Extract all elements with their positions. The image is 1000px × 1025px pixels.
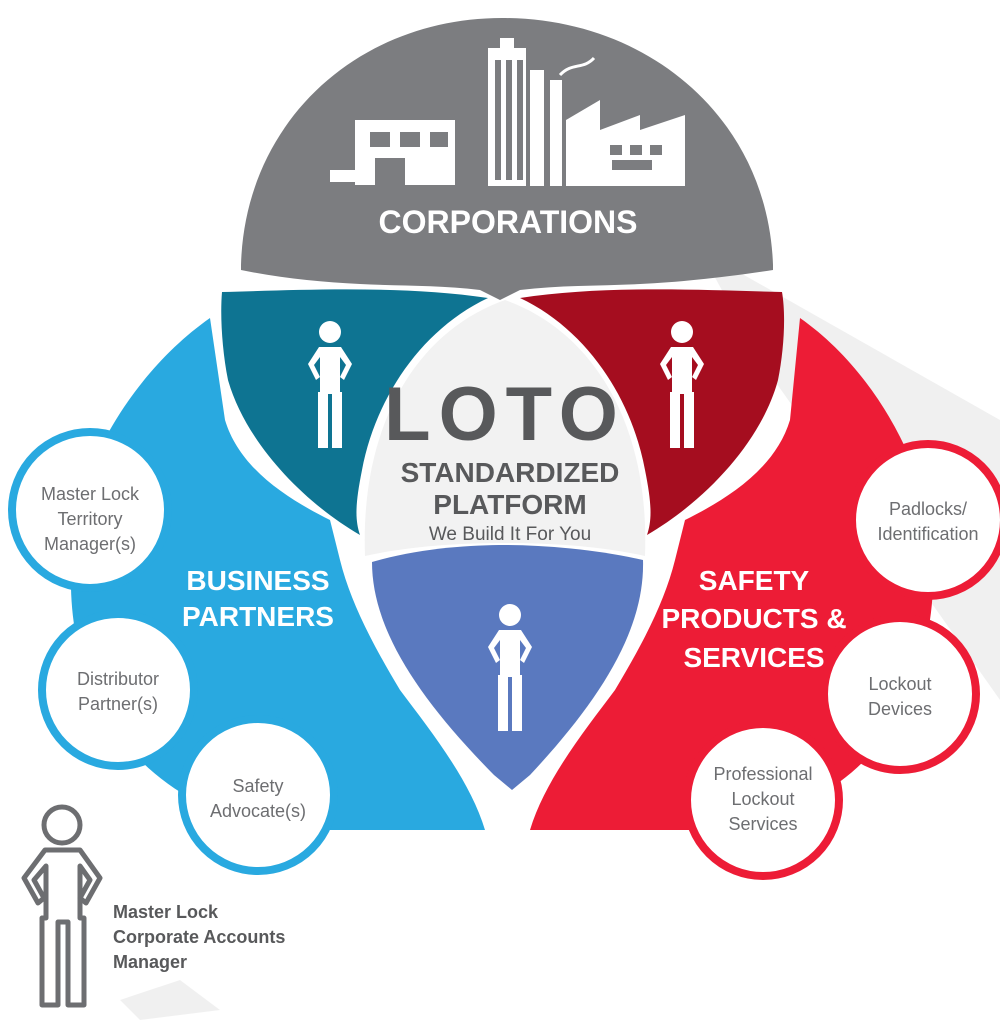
bubble-safety-advocate: Safety Advocate(s)	[178, 715, 338, 875]
bubble-text: Professional	[713, 764, 812, 784]
business-partners-label-line2: PARTNERS	[182, 601, 334, 632]
safety-products-label-line1: SAFETY	[699, 565, 810, 596]
loto-title: LOTO	[384, 372, 626, 457]
safety-products-label-line3: SERVICES	[683, 642, 824, 673]
bubble-text: Devices	[868, 699, 932, 719]
bubble-distributor-partner: Distributor Partner(s)	[38, 610, 198, 770]
buildings-icon	[330, 38, 685, 186]
teal-overlap	[221, 289, 488, 535]
bubble-lockout-devices: Lockout Devices	[820, 614, 980, 774]
business-partners-label-line1: BUSINESS	[186, 565, 329, 596]
bubble-text: Manager(s)	[44, 534, 136, 554]
manager-line2: Corporate Accounts	[113, 927, 285, 947]
bubble-text: Lockout	[731, 789, 794, 809]
bubble-text: Master Lock	[41, 484, 140, 504]
bubble-padlocks: Padlocks/ Identification	[848, 440, 1000, 600]
center-line1: STANDARDIZED	[401, 457, 620, 488]
bubble-text: Safety	[232, 776, 283, 796]
manager-outline-icon	[21, 804, 103, 1008]
bubble-text: Partner(s)	[78, 694, 158, 714]
safety-products-label-line2: PRODUCTS &	[661, 603, 846, 634]
corporations-label: CORPORATIONS	[379, 204, 638, 240]
bubble-text: Territory	[57, 509, 122, 529]
center-tagline: We Build It For You	[429, 524, 591, 545]
center-region	[364, 300, 646, 556]
bubble-professional-services: Professional Lockout Services	[683, 720, 843, 880]
bubble-text: Advocate(s)	[210, 801, 306, 821]
dark-red-overlap	[520, 289, 785, 535]
bubble-territory-manager: Master Lock Territory Manager(s)	[8, 428, 172, 592]
manager-line1: Master Lock	[113, 902, 219, 922]
bubble-text: Services	[728, 814, 797, 834]
bubble-text: Distributor	[77, 669, 159, 689]
center-line2: PLATFORM	[433, 489, 586, 520]
manager-line3: Manager	[113, 952, 187, 972]
bubble-text: Identification	[877, 524, 978, 544]
bubble-text: Lockout	[868, 674, 931, 694]
bubble-text: Padlocks/	[889, 499, 967, 519]
